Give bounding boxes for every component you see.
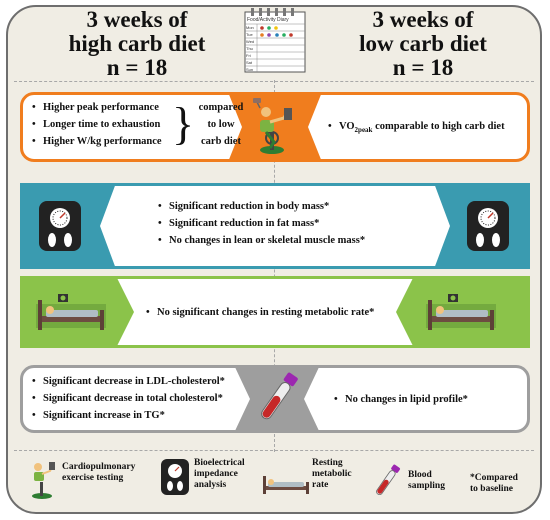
bia-scale-icon-right (466, 200, 510, 257)
legend-line: impedance (194, 469, 238, 479)
legend-line: *Compared (470, 473, 518, 483)
rmr-text: No significant changes in resting metabo… (146, 304, 374, 321)
cycle-ergometer-icon (250, 98, 300, 156)
legend-bia-icon (160, 458, 190, 501)
body-comp-item: No changes in lean or skeletal muscle ma… (158, 232, 365, 249)
legend-line: Cardiopulmonary (62, 462, 136, 472)
vo2-prefix: VO (339, 121, 355, 132)
rmr-left-arrow (116, 276, 134, 348)
performance-center-shape (228, 92, 322, 162)
low-carb-header: 3 weeks of low carb diet n = 18 (308, 8, 538, 80)
legend-note: *Compared to baseline (470, 473, 518, 495)
blood-tube-icon (252, 368, 302, 435)
diary-day: Thu (246, 46, 253, 51)
legend-line: metabolic (312, 469, 352, 479)
legend-line: exercise testing (62, 473, 124, 483)
legend-line: Bioelectrical (194, 458, 245, 468)
legend-line: sampling (408, 481, 445, 491)
diary-day: Wed (246, 39, 254, 44)
legend-line: Blood (408, 470, 432, 480)
lipid-item: Significant decrease in total cholestero… (32, 390, 225, 407)
low-carb-title-line1: 3 weeks of (372, 7, 474, 32)
legend-line: to baseline (470, 484, 514, 494)
legend-line: rate (312, 480, 329, 490)
low-carb-n: n = 18 (392, 55, 454, 80)
legend-line: Resting (312, 458, 343, 468)
body-composition-list: Significant reduction in body mass* Sign… (158, 198, 365, 249)
legend-blood-tube-icon (372, 462, 402, 505)
low-carb-title-line2: low carb diet (359, 31, 487, 56)
performance-item: Higher peak performance (32, 99, 162, 116)
compared-note: compared to low carb diet (196, 99, 246, 150)
high-carb-n: n = 18 (106, 55, 168, 80)
vo2-subscript: 2peak (354, 126, 373, 135)
high-carb-title-line2: high carb diet (68, 31, 206, 56)
legend-bed-icon (262, 474, 310, 501)
legend-cardio-label: Cardiopulmonary exercise testing (62, 462, 135, 484)
high-carb-title-line1: 3 weeks of (86, 7, 188, 32)
diary-day: Fri (246, 53, 251, 58)
vo2peak-statement: VO2peak comparable to high carb diet (328, 118, 505, 139)
diary-day: Tue (246, 32, 254, 37)
lipid-right-text: No changes in lipid profile* (334, 391, 468, 408)
legend-bia-label: Bioelectrical impedance analysis (194, 458, 245, 491)
bed-rest-icon-right (426, 290, 498, 339)
body-comp-item: Significant reduction in body mass* (158, 198, 365, 215)
diary-day: Sat (246, 60, 253, 65)
compared-line: compared (198, 102, 244, 113)
high-carb-header: 3 weeks of high carb diet n = 18 (22, 8, 252, 80)
diary-day: Sun (246, 67, 253, 72)
lipid-right-statement: No changes in lipid profile* (334, 391, 468, 408)
lipid-item: Significant decrease in LDL-cholesterol* (32, 373, 225, 390)
body-comp-item: Significant reduction in fat mass* (158, 215, 365, 232)
rmr-statement: No significant changes in resting metabo… (146, 304, 374, 321)
lipid-left-list: Significant decrease in LDL-cholesterol*… (32, 373, 225, 424)
compared-line: carb diet (201, 136, 241, 147)
legend-line: analysis (194, 480, 227, 490)
legend-cardio-icon (28, 458, 58, 505)
performance-left-list: Higher peak performance Longer time to e… (32, 99, 162, 150)
performance-item: Higher W/kg performance (32, 133, 162, 150)
legend-rmr-label: Resting metabolic rate (312, 458, 352, 491)
diary-day: Mon (246, 25, 254, 30)
legend-blood-label: Blood sampling (408, 470, 445, 492)
bia-scale-icon-left (38, 200, 82, 257)
performance-item: Longer time to exhaustion (32, 116, 162, 133)
lipid-item: Significant increase in TG* (32, 407, 225, 424)
vo2-suffix: comparable to high carb diet (372, 121, 505, 132)
diary-title: Food/Activity Diary (247, 17, 289, 23)
rmr-right-arrow (396, 276, 414, 348)
brace-icon: } (172, 98, 195, 149)
food-diary-icon: Food/Activity Diary Mon Tue Wed Thu Fri … (243, 6, 309, 74)
compared-line: to low (207, 119, 235, 130)
bed-rest-icon-left (36, 290, 108, 339)
